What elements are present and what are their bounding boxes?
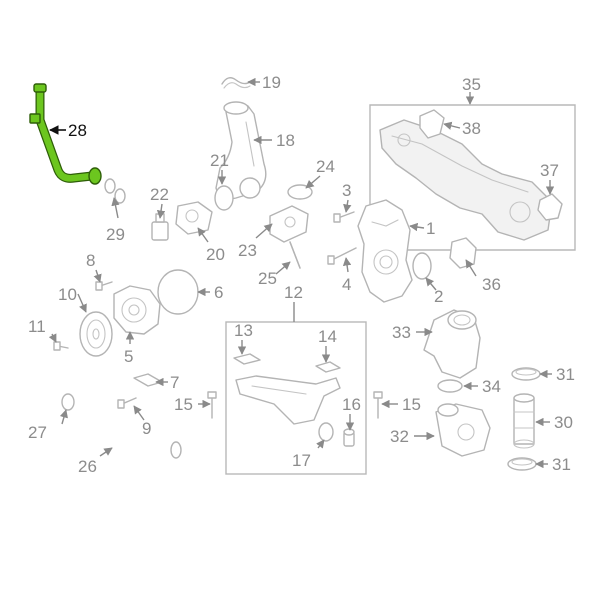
bolt-15-right xyxy=(373,391,383,419)
o-ring-21 xyxy=(214,185,234,211)
o-ring-29 xyxy=(104,178,126,204)
callout-30[interactable]: 30 xyxy=(554,413,573,432)
bolt-11 xyxy=(53,341,69,351)
gasket-36 xyxy=(449,237,477,269)
coolant-pipe-28[interactable] xyxy=(29,83,102,185)
o-ring-17 xyxy=(318,422,334,442)
callout-21[interactable]: 21 xyxy=(210,151,229,170)
callout-14[interactable]: 14 xyxy=(318,327,337,346)
callout-33[interactable]: 33 xyxy=(392,323,411,342)
o-ring-27 xyxy=(61,393,75,411)
o-ring-6 xyxy=(157,269,199,315)
callout-10[interactable]: 10 xyxy=(58,285,77,304)
callout-7[interactable]: 7 xyxy=(170,373,179,392)
water-outlet-20 xyxy=(175,201,213,235)
clip-19 xyxy=(221,77,251,89)
plug-16 xyxy=(343,428,355,447)
callout-12[interactable]: 12 xyxy=(284,283,303,302)
pulley-10 xyxy=(79,311,113,357)
callout-13[interactable]: 13 xyxy=(234,321,253,340)
bolt-4 xyxy=(327,247,357,265)
callout-1[interactable]: 1 xyxy=(426,219,435,238)
gasket-14 xyxy=(315,361,341,373)
thermostat-housing-33 xyxy=(423,309,481,379)
group-box-12 xyxy=(225,321,367,475)
cover-23 xyxy=(269,205,309,243)
callout-19[interactable]: 19 xyxy=(262,73,281,92)
callout-15-right[interactable]: 15 xyxy=(402,395,421,414)
callout-leaders xyxy=(48,77,555,469)
bolt-15-left xyxy=(207,391,217,419)
callout-25[interactable]: 25 xyxy=(258,269,277,288)
bolt-8 xyxy=(95,281,113,291)
callout-22[interactable]: 22 xyxy=(150,185,169,204)
clamp-31-top xyxy=(511,367,541,381)
callout-3[interactable]: 3 xyxy=(342,181,351,200)
gasket-24 xyxy=(287,184,313,200)
callout-15-left[interactable]: 15 xyxy=(174,395,193,414)
callout-labels: 28 29 19 18 21 24 22 20 23 25 3 1 4 2 36… xyxy=(28,73,575,476)
callout-36[interactable]: 36 xyxy=(482,275,501,294)
callout-2[interactable]: 2 xyxy=(434,287,443,306)
callout-17[interactable]: 17 xyxy=(292,451,311,470)
callout-23[interactable]: 23 xyxy=(238,241,257,260)
callout-18[interactable]: 18 xyxy=(276,131,295,150)
callout-31-top[interactable]: 31 xyxy=(556,365,575,384)
callout-16[interactable]: 16 xyxy=(342,395,361,414)
callout-6[interactable]: 6 xyxy=(214,283,223,302)
hose-30 xyxy=(513,393,535,449)
callout-24[interactable]: 24 xyxy=(316,157,335,176)
water-pump-5 xyxy=(113,285,161,335)
callout-34[interactable]: 34 xyxy=(482,377,501,396)
stud-25 xyxy=(289,241,301,269)
o-ring-34 xyxy=(437,379,463,393)
bolt-9 xyxy=(117,397,137,409)
oil-cooler-housing-35 xyxy=(379,119,553,241)
callout-9[interactable]: 9 xyxy=(142,419,151,438)
callout-8[interactable]: 8 xyxy=(86,251,95,270)
thermostat-housing-18 xyxy=(215,101,267,200)
gasket-38 xyxy=(419,109,445,139)
callout-28[interactable]: 28 xyxy=(68,121,87,140)
callout-5[interactable]: 5 xyxy=(124,347,133,366)
callout-4[interactable]: 4 xyxy=(342,275,351,294)
o-ring-2 xyxy=(412,252,432,280)
callout-26[interactable]: 26 xyxy=(78,457,97,476)
callout-37[interactable]: 37 xyxy=(540,161,559,180)
callout-38[interactable]: 38 xyxy=(462,119,481,138)
callout-11[interactable]: 11 xyxy=(28,317,46,336)
thermostat-32 xyxy=(435,403,491,457)
bolt-3 xyxy=(333,211,355,223)
callout-32[interactable]: 32 xyxy=(390,427,409,446)
gasket-13 xyxy=(233,353,261,365)
callout-31-bottom[interactable]: 31 xyxy=(552,455,571,474)
callout-29[interactable]: 29 xyxy=(106,225,125,244)
coolant-pipe-26 xyxy=(76,410,182,461)
clamp-31-bottom xyxy=(507,457,537,471)
callout-27[interactable]: 27 xyxy=(28,423,47,442)
callout-20[interactable]: 20 xyxy=(206,245,225,264)
pump-housing-1 xyxy=(357,199,413,303)
group-box-35 xyxy=(369,104,576,251)
callout-35[interactable]: 35 xyxy=(462,75,481,94)
crossover-pipe-12 xyxy=(235,375,341,425)
gasket-7 xyxy=(133,373,163,387)
